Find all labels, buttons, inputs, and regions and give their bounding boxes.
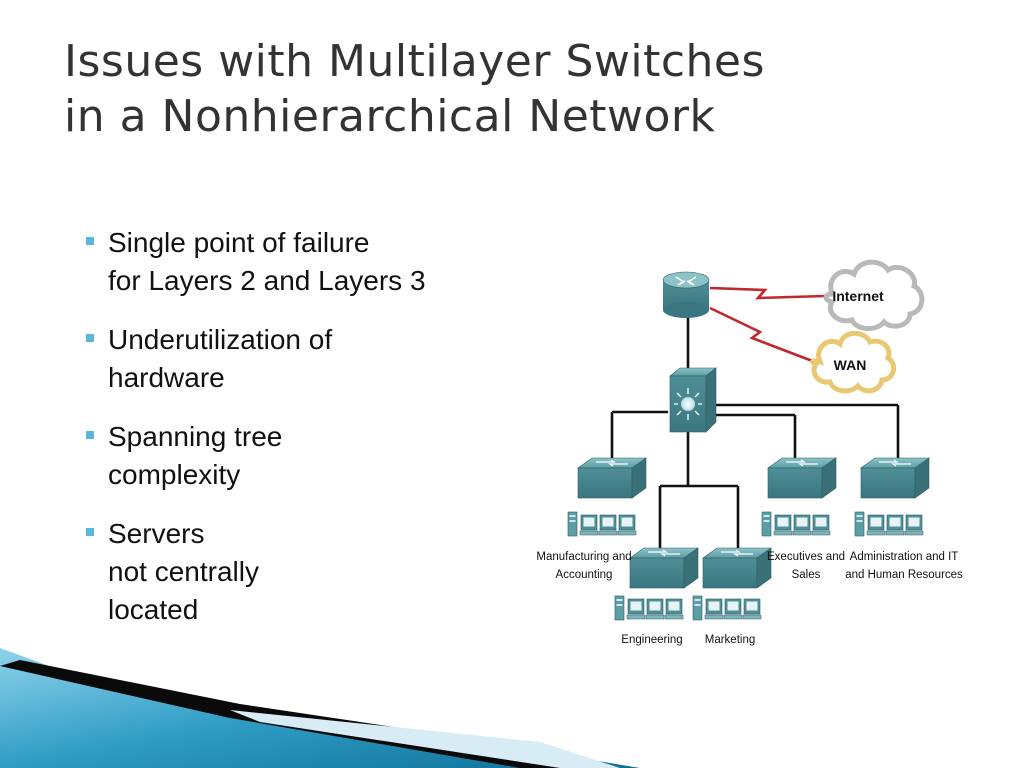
- title-line-1: Issues with Multilayer Switches: [64, 36, 765, 87]
- bullet-text: Servers: [108, 518, 205, 549]
- group-label: Manufacturing and: [536, 551, 631, 563]
- bullet-marker: [86, 528, 94, 536]
- router-icon: [662, 271, 710, 318]
- group-label: Engineering: [621, 634, 682, 646]
- bullet-marker: [86, 431, 94, 439]
- bullet-marker: [86, 237, 94, 245]
- bullet-text: Single point of failure: [108, 227, 370, 258]
- bullet-text: located: [108, 594, 199, 625]
- switch-icon: [860, 457, 930, 499]
- bullet-text: hardware: [108, 362, 225, 393]
- workgroup-manufacturing-icon: [568, 512, 636, 536]
- bullet-item: Servers not centrally located: [84, 515, 426, 629]
- workgroup-marketing-icon: [693, 596, 761, 620]
- decorative-swoosh: [0, 648, 640, 768]
- switch-icon: [577, 457, 647, 499]
- slide-title: Issues with Multilayer Switches in a Non…: [64, 34, 765, 144]
- wan-label: WAN: [834, 357, 867, 373]
- lan-cabling: [610, 310, 900, 550]
- switch-icon: [702, 547, 772, 589]
- workgroup-executives-icon: [762, 512, 830, 536]
- workgroup-engineering-icon: [615, 596, 683, 620]
- group-label: Marketing: [705, 634, 756, 646]
- group-label: Sales: [792, 569, 821, 581]
- bullet-text: not centrally: [108, 556, 259, 587]
- group-label: and Human Resources: [845, 569, 963, 581]
- bullet-text: Underutilization of: [108, 324, 333, 355]
- bullet-marker: [86, 334, 94, 342]
- group-label: Accounting: [556, 569, 613, 581]
- group-label: Administration and IT: [850, 551, 959, 563]
- bullet-item: Spanning tree complexity: [84, 418, 426, 494]
- bullet-item: Single point of failure for Layers 2 and…: [84, 224, 426, 300]
- group-label: Executives and: [767, 551, 845, 563]
- title-line-2: in a Nonhierarchical Network: [64, 91, 716, 142]
- bullet-list: Single point of failure for Layers 2 and…: [84, 224, 426, 650]
- network-diagram: Internet WAN Manufacturing and Accountin…: [536, 259, 963, 646]
- switch-icon: [629, 547, 699, 589]
- serial-link-icon: [709, 286, 826, 364]
- cloud-icon-wan: WAN: [810, 330, 897, 394]
- multilayer-switch-icon: [669, 367, 717, 433]
- internet-label: Internet: [832, 288, 884, 304]
- bullet-text: Spanning tree: [108, 421, 283, 452]
- bullet-item: Underutilization of hardware: [84, 321, 426, 397]
- bullet-text: complexity: [108, 459, 241, 490]
- workgroup-admin-icon: [855, 512, 923, 536]
- switch-icon: [767, 457, 837, 499]
- cloud-icon-internet: Internet: [823, 259, 925, 331]
- bullet-text: for Layers 2 and Layers 3: [108, 265, 426, 296]
